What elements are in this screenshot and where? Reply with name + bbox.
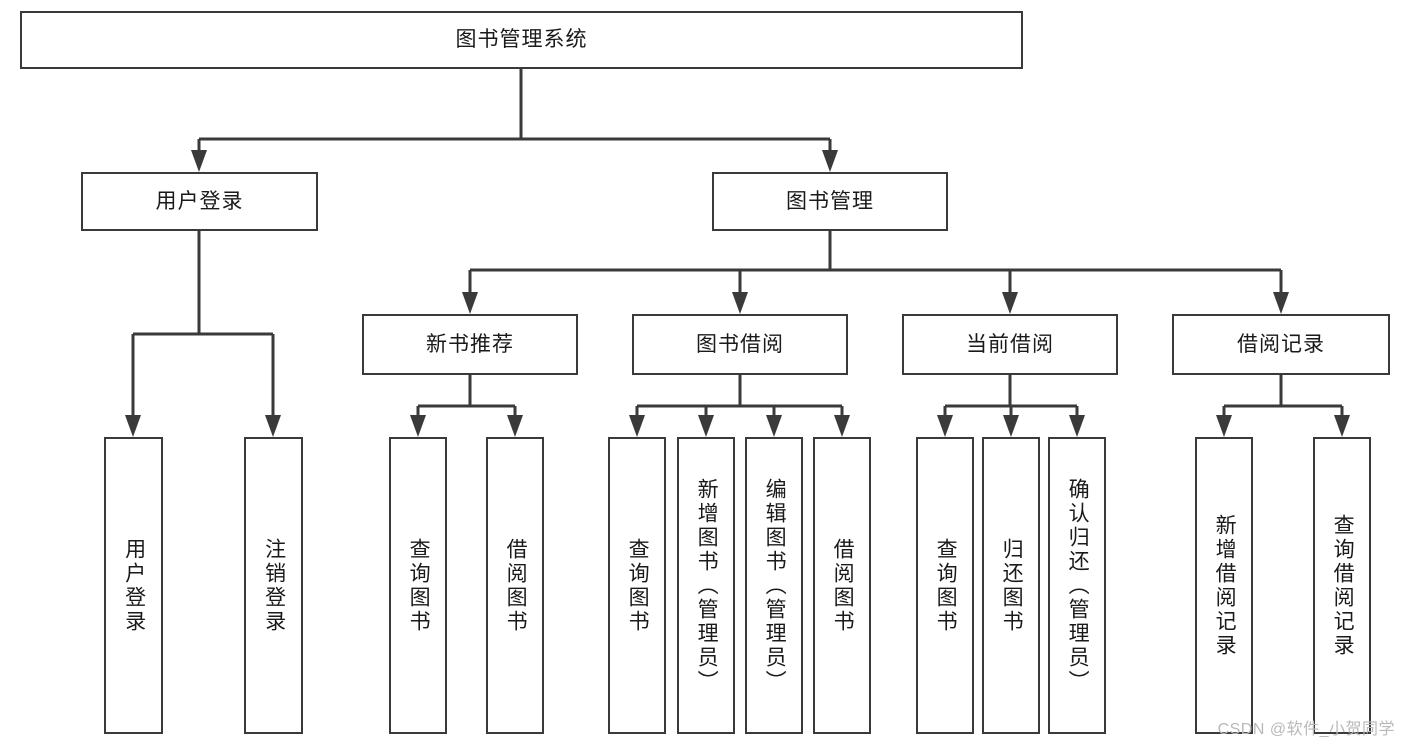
node-book-manage[interactable]: 图书管理 — [712, 172, 948, 231]
node-label: 查询借阅记录 — [1331, 513, 1355, 658]
node-leaf-rec-add-record[interactable]: 新增借阅记录 — [1195, 437, 1253, 734]
connector-user-login-to-leaves — [125, 231, 281, 437]
node-label: 新增图书（管理员） — [695, 477, 719, 694]
node-label: 用户登录 — [122, 537, 146, 634]
node-label: 查询图书 — [626, 537, 650, 634]
node-borrow-record[interactable]: 借阅记录 — [1172, 314, 1390, 375]
node-leaf-rec-query-record[interactable]: 查询借阅记录 — [1313, 437, 1371, 734]
node-label: 新增借阅记录 — [1213, 513, 1237, 658]
node-label: 借阅图书 — [831, 537, 855, 634]
node-label: 用户登录 — [155, 189, 244, 213]
node-leaf-cur-query-book[interactable]: 查询图书 — [916, 437, 974, 734]
node-new-book-rec[interactable]: 新书推荐 — [362, 314, 578, 375]
node-leaf-borrow-borrow-book[interactable]: 借阅图书 — [813, 437, 871, 734]
connector-book-borrow-to-leaves — [629, 375, 850, 437]
node-leaf-user-login[interactable]: 用户登录 — [104, 437, 163, 734]
connector-book-manage-to-level3 — [462, 231, 1289, 314]
node-leaf-borrow-query-book[interactable]: 查询图书 — [608, 437, 666, 734]
node-leaf-cur-return-book[interactable]: 归还图书 — [982, 437, 1040, 734]
watermark-label: CSDN @软件_小贺同学 — [1217, 721, 1395, 738]
node-leaf-rec-query-book[interactable]: 查询图书 — [389, 437, 447, 734]
node-leaf-cur-confirm-return[interactable]: 确认归还（管理员） — [1048, 437, 1106, 734]
node-label: 查询图书 — [407, 537, 431, 634]
node-label: 借阅图书 — [504, 537, 528, 634]
node-label: 图书管理 — [786, 189, 874, 213]
connector-new-book-rec-to-leaves — [410, 375, 523, 437]
node-label: 图书借阅 — [696, 332, 784, 356]
node-label: 借阅记录 — [1237, 332, 1325, 356]
connector-current-borrow-to-leaves — [937, 375, 1085, 437]
connector-borrow-record-to-leaves — [1216, 375, 1350, 437]
node-user-login[interactable]: 用户登录 — [81, 172, 318, 231]
node-leaf-user-logout[interactable]: 注销登录 — [244, 437, 303, 734]
node-label: 注销登录 — [262, 537, 286, 634]
node-label: 查询图书 — [934, 537, 958, 634]
node-label: 归还图书 — [1000, 537, 1024, 634]
node-leaf-borrow-edit-book[interactable]: 编辑图书（管理员） — [745, 437, 803, 734]
node-leaf-borrow-add-book[interactable]: 新增图书（管理员） — [677, 437, 735, 734]
node-label: 确认归还（管理员） — [1066, 477, 1090, 694]
connector-root-to-level2 — [191, 69, 838, 172]
node-book-borrow[interactable]: 图书借阅 — [632, 314, 848, 375]
node-label: 编辑图书（管理员） — [763, 477, 787, 694]
node-label: 当前借阅 — [966, 332, 1054, 356]
node-root[interactable]: 图书管理系统 — [20, 11, 1023, 69]
node-label: 新书推荐 — [426, 332, 514, 356]
node-leaf-rec-borrow-book[interactable]: 借阅图书 — [486, 437, 544, 734]
node-label: 图书管理系统 — [455, 28, 588, 52]
node-current-borrow[interactable]: 当前借阅 — [902, 314, 1118, 375]
